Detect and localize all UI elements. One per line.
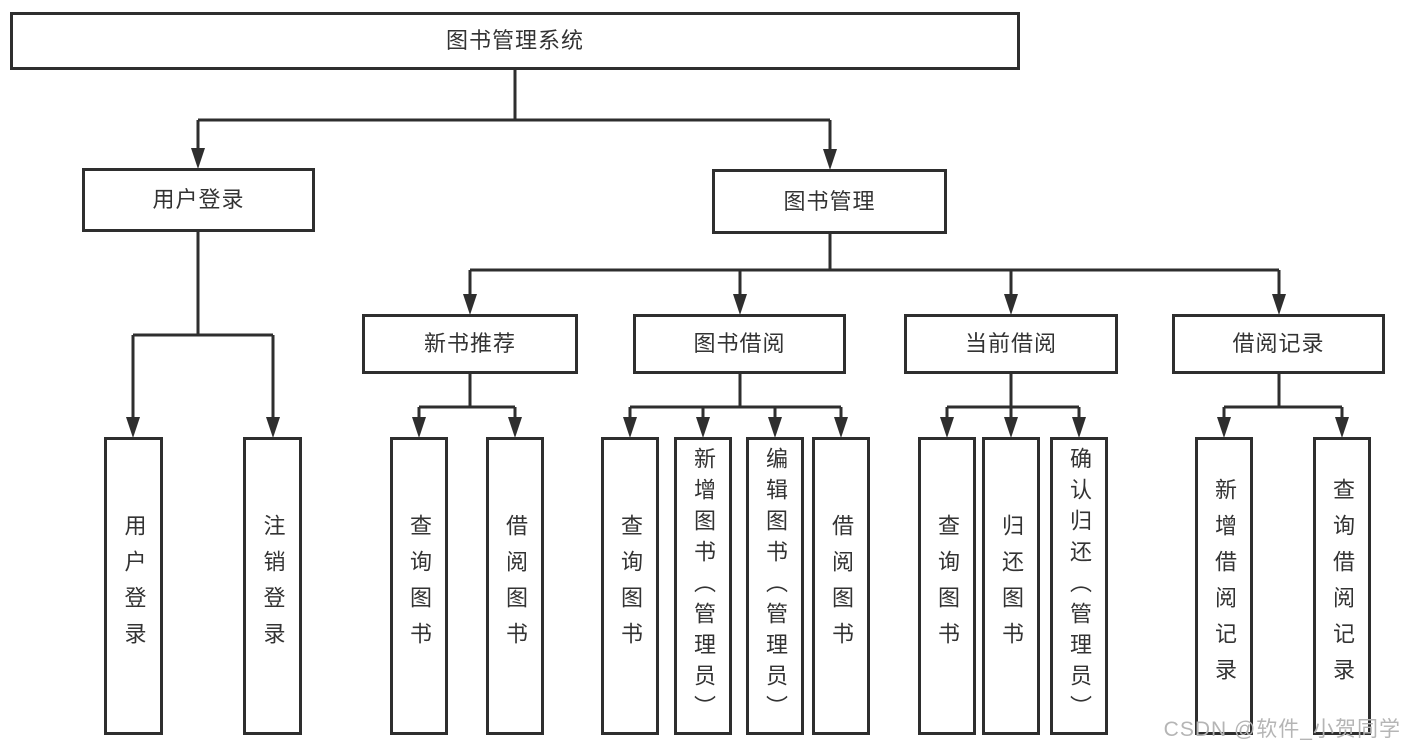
arrowhead-icon [463, 294, 477, 315]
arrowhead-icon [1004, 417, 1018, 438]
node-new-book-recommend: 新书推荐 [362, 314, 578, 374]
arrowhead-icon [623, 417, 637, 438]
arrowhead-icon [1217, 417, 1231, 438]
leaf-current-query-books: 查询图书 [918, 437, 976, 735]
arrowhead-icon [940, 417, 954, 438]
leaf-add-borrow-record: 新增借阅记录 [1195, 437, 1253, 735]
leaf-recommend-query-books: 查询图书 [390, 437, 448, 735]
arrowhead-icon [1335, 417, 1349, 438]
connector-user-login [131, 232, 275, 419]
leaf-query-borrow-record: 查询借阅记录 [1313, 437, 1371, 735]
arrowhead-icon [823, 149, 837, 170]
watermark: CSDN @软件_小贺同学 [1163, 718, 1401, 741]
connector-book-management [468, 234, 1281, 296]
leaf-user-login: 用户登录 [104, 437, 163, 735]
node-book-borrow: 图书借阅 [633, 314, 846, 374]
leaf-logout: 注销登录 [243, 437, 302, 735]
arrowhead-icon [508, 417, 522, 438]
arrowhead-icon [733, 294, 747, 315]
connector-borrow-records [1222, 374, 1344, 419]
arrowhead-icon [1004, 294, 1018, 315]
arrowhead-icon [191, 148, 205, 169]
node-book-management: 图书管理 [712, 169, 947, 234]
leaf-return-books: 归还图书 [982, 437, 1040, 735]
connector-book-borrow [628, 374, 843, 419]
connector-new-book-recommend [417, 374, 517, 419]
node-current-borrow: 当前借阅 [904, 314, 1118, 374]
connector-root [196, 70, 832, 152]
arrowhead-icon [696, 417, 710, 438]
arrowhead-icon [834, 417, 848, 438]
node-user-login: 用户登录 [82, 168, 315, 232]
arrowhead-icon [768, 417, 782, 438]
leaf-confirm-return-admin: 确认归还（管理员） [1050, 437, 1108, 735]
connector-current-borrow [945, 374, 1081, 419]
leaf-recommend-borrow-books: 借阅图书 [486, 437, 544, 735]
arrowhead-icon [1272, 294, 1286, 315]
node-root-title: 图书管理系统 [10, 12, 1020, 70]
arrowhead-icon [266, 417, 280, 438]
leaf-borrow-query-books: 查询图书 [601, 437, 659, 735]
node-borrow-records: 借阅记录 [1172, 314, 1385, 374]
arrowhead-icon [412, 417, 426, 438]
leaf-edit-books-admin: 编辑图书（管理员） [746, 437, 804, 735]
arrowhead-icon [126, 417, 140, 438]
leaf-add-books-admin: 新增图书（管理员） [674, 437, 732, 735]
leaf-borrow-books: 借阅图书 [812, 437, 870, 735]
arrowhead-icon [1072, 417, 1086, 438]
